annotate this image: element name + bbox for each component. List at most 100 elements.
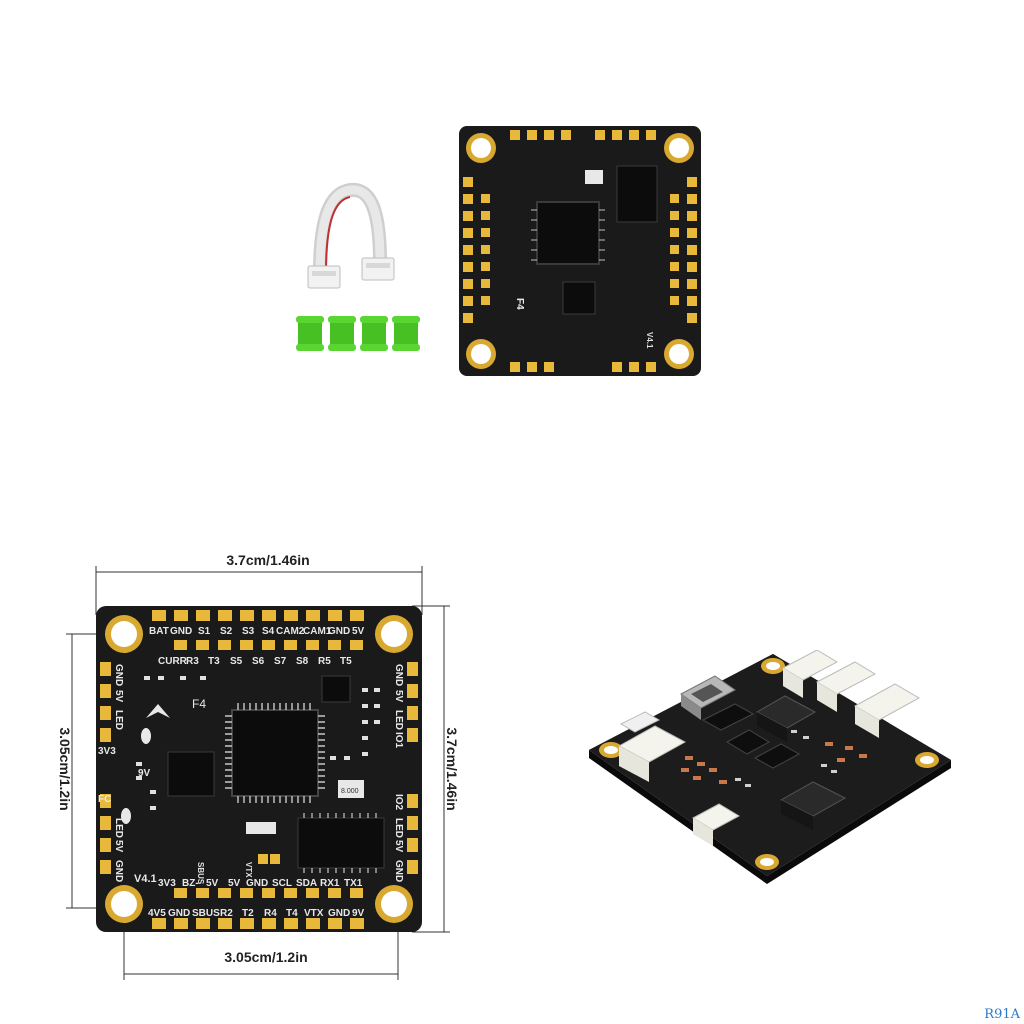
pin-label: T3 bbox=[208, 656, 220, 667]
chip-label: F4 bbox=[192, 697, 206, 711]
pin-label: 5V bbox=[206, 878, 219, 889]
pin-label: 5V bbox=[393, 840, 404, 853]
board-diagram-svg: 3.7cm/1.46in 3.7cm/1.46in 3.05cm/1.2in 3… bbox=[57, 552, 460, 980]
pin-label: R4 bbox=[264, 908, 277, 919]
pin-label: 5V bbox=[393, 690, 404, 703]
pin-label: RX1 bbox=[320, 878, 340, 889]
dimension-bottom-width: 3.05cm/1.2in bbox=[224, 949, 307, 965]
pin-label: S2 bbox=[220, 626, 233, 637]
pin-label: R2 bbox=[220, 908, 233, 919]
board-back-svg bbox=[589, 649, 951, 884]
board-top-rotated-svg: F4 V4.1 bbox=[459, 126, 701, 376]
pin-label: S3 bbox=[242, 626, 255, 637]
mcu-chip-small bbox=[536, 201, 600, 265]
pin-label: 9V bbox=[352, 908, 365, 919]
pin-label: CAM2 bbox=[276, 626, 305, 637]
version-label: V4.1 bbox=[134, 873, 157, 885]
pin-label: GND bbox=[168, 908, 190, 919]
pin-label: GND bbox=[113, 860, 124, 882]
pin-label: SCL bbox=[272, 878, 292, 889]
pin-label: GND bbox=[393, 664, 404, 686]
pin-label: 5V bbox=[352, 626, 365, 637]
pin-label: S5 bbox=[230, 656, 243, 667]
logo-arrow-icon bbox=[146, 704, 170, 718]
pin-label: GND bbox=[393, 860, 404, 882]
crystal bbox=[338, 780, 364, 798]
bottom-inner-labels: 3V3 BZ- 5V 5V GND SCL SDA RX1 TX1 bbox=[158, 878, 363, 889]
pin-label: CURR bbox=[158, 656, 188, 667]
pin-label: LED bbox=[393, 710, 404, 730]
dimension-lines bbox=[66, 566, 450, 980]
version-label-small: V4.1 bbox=[645, 332, 654, 349]
pin-label: S4 bbox=[262, 626, 275, 637]
chip-label-small: F4 bbox=[514, 298, 525, 310]
sbus-label: SBUS bbox=[196, 862, 205, 885]
usb-c-port bbox=[680, 675, 736, 720]
mounting-holes bbox=[105, 615, 413, 923]
dimension-top-width: 3.7cm/1.46in bbox=[226, 552, 309, 568]
gyro-chip-small bbox=[562, 281, 596, 315]
pin-label: SBUS bbox=[192, 908, 220, 919]
pin-label: 5V bbox=[228, 878, 241, 889]
pin-label: R3 bbox=[186, 656, 199, 667]
board-dimension-diagram: 3.7cm/1.46in 3.7cm/1.46in 3.05cm/1.2in 3… bbox=[40, 540, 480, 980]
bottom-outer-labels: 4V5 GND SBUS R2 T2 R4 T4 VTX GND 9V bbox=[148, 908, 365, 919]
inductors bbox=[755, 695, 847, 830]
pin-label: 5V bbox=[113, 690, 124, 703]
rubber-grommets bbox=[296, 316, 420, 351]
dimension-right-height: 3.7cm/1.46in bbox=[444, 727, 460, 810]
pin-label: LED bbox=[113, 818, 124, 838]
pin-label: T5 bbox=[340, 656, 352, 667]
watermark-text: R91A bbox=[984, 1007, 1020, 1022]
accessories bbox=[290, 178, 430, 368]
pin-label: LED bbox=[113, 710, 124, 730]
pin-label: GND bbox=[328, 908, 350, 919]
flash-chip-small bbox=[616, 165, 658, 223]
left-labels: GND 5V LED LED 5V GND 3V3 FC 9V bbox=[98, 664, 151, 882]
jst-connectors bbox=[617, 649, 921, 846]
pin-label: LED bbox=[393, 818, 404, 838]
pin-label: TX1 bbox=[344, 878, 363, 889]
pin-label: S8 bbox=[296, 656, 309, 667]
regulator-chip bbox=[321, 675, 351, 703]
pin-label: R5 bbox=[318, 656, 331, 667]
pin-label: 3V3 bbox=[158, 878, 176, 889]
pin-label: BAT bbox=[149, 626, 169, 637]
pin-label: S6 bbox=[252, 656, 265, 667]
pin-label: GND bbox=[170, 626, 192, 637]
pin-label: IO2 bbox=[393, 794, 404, 811]
dimension-left-height: 3.05cm/1.2in bbox=[57, 727, 73, 810]
pin-label: S7 bbox=[274, 656, 287, 667]
passive-components bbox=[136, 676, 380, 810]
pin-label: 3V3 bbox=[98, 746, 116, 757]
crystal-label: 8.000 bbox=[341, 788, 359, 795]
mcu-chip bbox=[231, 709, 319, 797]
gyro-chip bbox=[167, 751, 215, 797]
pin-label: VTX bbox=[304, 908, 324, 919]
pin-label: FC bbox=[98, 794, 111, 805]
flash-chip bbox=[297, 817, 385, 869]
pin-label: IO1 bbox=[393, 732, 404, 749]
pin-label: BZ- bbox=[182, 878, 199, 889]
pin-label: CAM1 bbox=[303, 626, 332, 637]
pin-label: GND bbox=[113, 664, 124, 686]
solder-pads bbox=[100, 610, 418, 929]
vtx-label: VTX bbox=[244, 862, 253, 878]
pin-label: T4 bbox=[286, 908, 298, 919]
board-top-rotated: F4 V4.1 bbox=[455, 122, 705, 380]
top-outer-labels: BAT GND S1 S2 S3 S4 CAM2 CAM1 GND 5V bbox=[149, 626, 365, 637]
mcu-pins bbox=[225, 703, 325, 803]
board-back-isometric bbox=[585, 649, 955, 900]
right-labels: GND 5V LED IO1 IO2 LED 5V GND bbox=[393, 664, 404, 882]
mounting-holes-back bbox=[599, 658, 939, 870]
pin-label: GND bbox=[246, 878, 268, 889]
accessories-svg bbox=[296, 182, 420, 351]
pin-label: 5V bbox=[113, 840, 124, 853]
pin-label: 4V5 bbox=[148, 908, 166, 919]
pin-label: T2 bbox=[242, 908, 254, 919]
top-inner-labels: CURR R3 T3 S5 S6 S7 S8 R5 T5 bbox=[158, 656, 352, 667]
jst-cable bbox=[307, 182, 395, 289]
pin-label: 9V bbox=[138, 768, 151, 779]
pin-label: S1 bbox=[198, 626, 211, 637]
pin-label: SDA bbox=[296, 878, 317, 889]
